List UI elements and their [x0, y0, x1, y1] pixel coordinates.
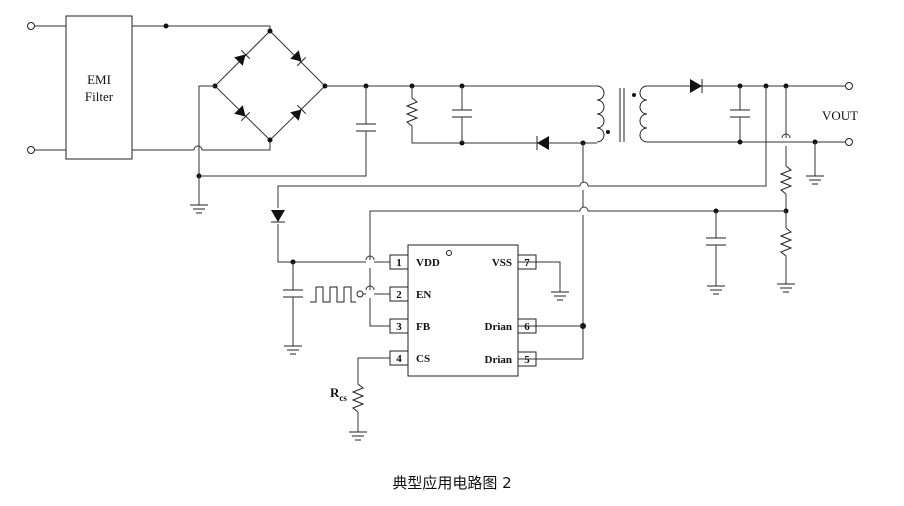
ground-symbol-6 [349, 431, 367, 441]
output-diode [690, 79, 703, 93]
ic-pin4-number: 4 [396, 353, 402, 365]
ic-pin2-name: EN [416, 289, 431, 301]
ground-symbol-4 [707, 285, 725, 295]
ic-pin5-number: 5 [524, 354, 530, 366]
ic-pin5-box [517, 351, 537, 367]
bulk-capacitor [356, 123, 376, 132]
ground-symbol-5 [284, 345, 302, 355]
bridge-diode-3 [234, 105, 251, 122]
ic-pin1-box [389, 254, 409, 270]
ic-pin2-box [389, 286, 409, 302]
ic-pin7-number: 7 [524, 257, 530, 269]
snubber-resistor [405, 97, 419, 127]
vout-label: VOUT [822, 108, 858, 123]
rcs-label-sub: cs [339, 393, 347, 403]
emi-label-line1: EMI [87, 72, 111, 87]
ac-terminal-top [27, 22, 35, 30]
ground-symbol-7 [551, 291, 569, 301]
divider-resistor-top [779, 165, 793, 195]
emi-filter: EMI Filter [65, 15, 133, 160]
rcs-label: Rcs [330, 385, 347, 403]
ic-pin7-box [517, 254, 537, 270]
ic-pin3-name: FB [416, 321, 431, 333]
snubber-diode [536, 136, 549, 150]
divider-resistor-bottom [779, 227, 793, 257]
bridge-rectifier [212, 28, 328, 143]
rcs-label-main: R [330, 385, 340, 400]
ic-pin4-box [389, 350, 409, 366]
ic-pin1-number: 1 [396, 257, 402, 269]
ic-pin3-number: 3 [396, 321, 402, 333]
pulse-waveform-icon [310, 286, 356, 303]
en-input-terminal [356, 290, 364, 298]
bridge-diode-4 [290, 104, 307, 121]
diagram-caption: 典型应用电路图 2 [392, 474, 511, 492]
ic-pin2-number: 2 [396, 289, 402, 301]
ic-pin6-number: 6 [524, 321, 530, 333]
ac-terminal-bottom [27, 146, 35, 154]
ic-body [407, 244, 519, 377]
ic-pin4-name: CS [416, 353, 430, 365]
transformer [596, 85, 648, 143]
snubber-capacitor [452, 109, 472, 118]
ic-pin1-name: VDD [416, 257, 440, 269]
rcs-resistor [351, 383, 365, 413]
controller-ic: 1 VDD 2 EN 3 FB 4 CS 5 Drian 6 Drian 7 V… [389, 244, 537, 377]
vdd-capacitor [283, 289, 303, 298]
ic-pin1-marker [446, 250, 452, 256]
ac-input [27, 22, 66, 154]
fb-capacitor [706, 237, 726, 246]
ic-pin5-name: Drian [485, 354, 513, 366]
bridge-diode-2 [290, 50, 307, 67]
emi-filter-box [65, 15, 133, 160]
ic-pin6-box [517, 318, 537, 334]
ic-pin3-box [389, 318, 409, 334]
emi-label-line2: Filter [85, 89, 114, 104]
vout-terminal-neg [845, 138, 853, 146]
ground-symbol-3 [777, 283, 795, 293]
vout-terminal-pos [845, 82, 853, 90]
ground-symbol-1 [190, 204, 208, 214]
vdd-diode [271, 210, 285, 223]
ic-pin7-name: VSS [492, 257, 512, 269]
ic-pin6-name: Drian [485, 321, 513, 333]
output-capacitor [730, 109, 750, 118]
ground-symbol-2 [806, 175, 824, 185]
bridge-diode-1 [234, 49, 251, 66]
